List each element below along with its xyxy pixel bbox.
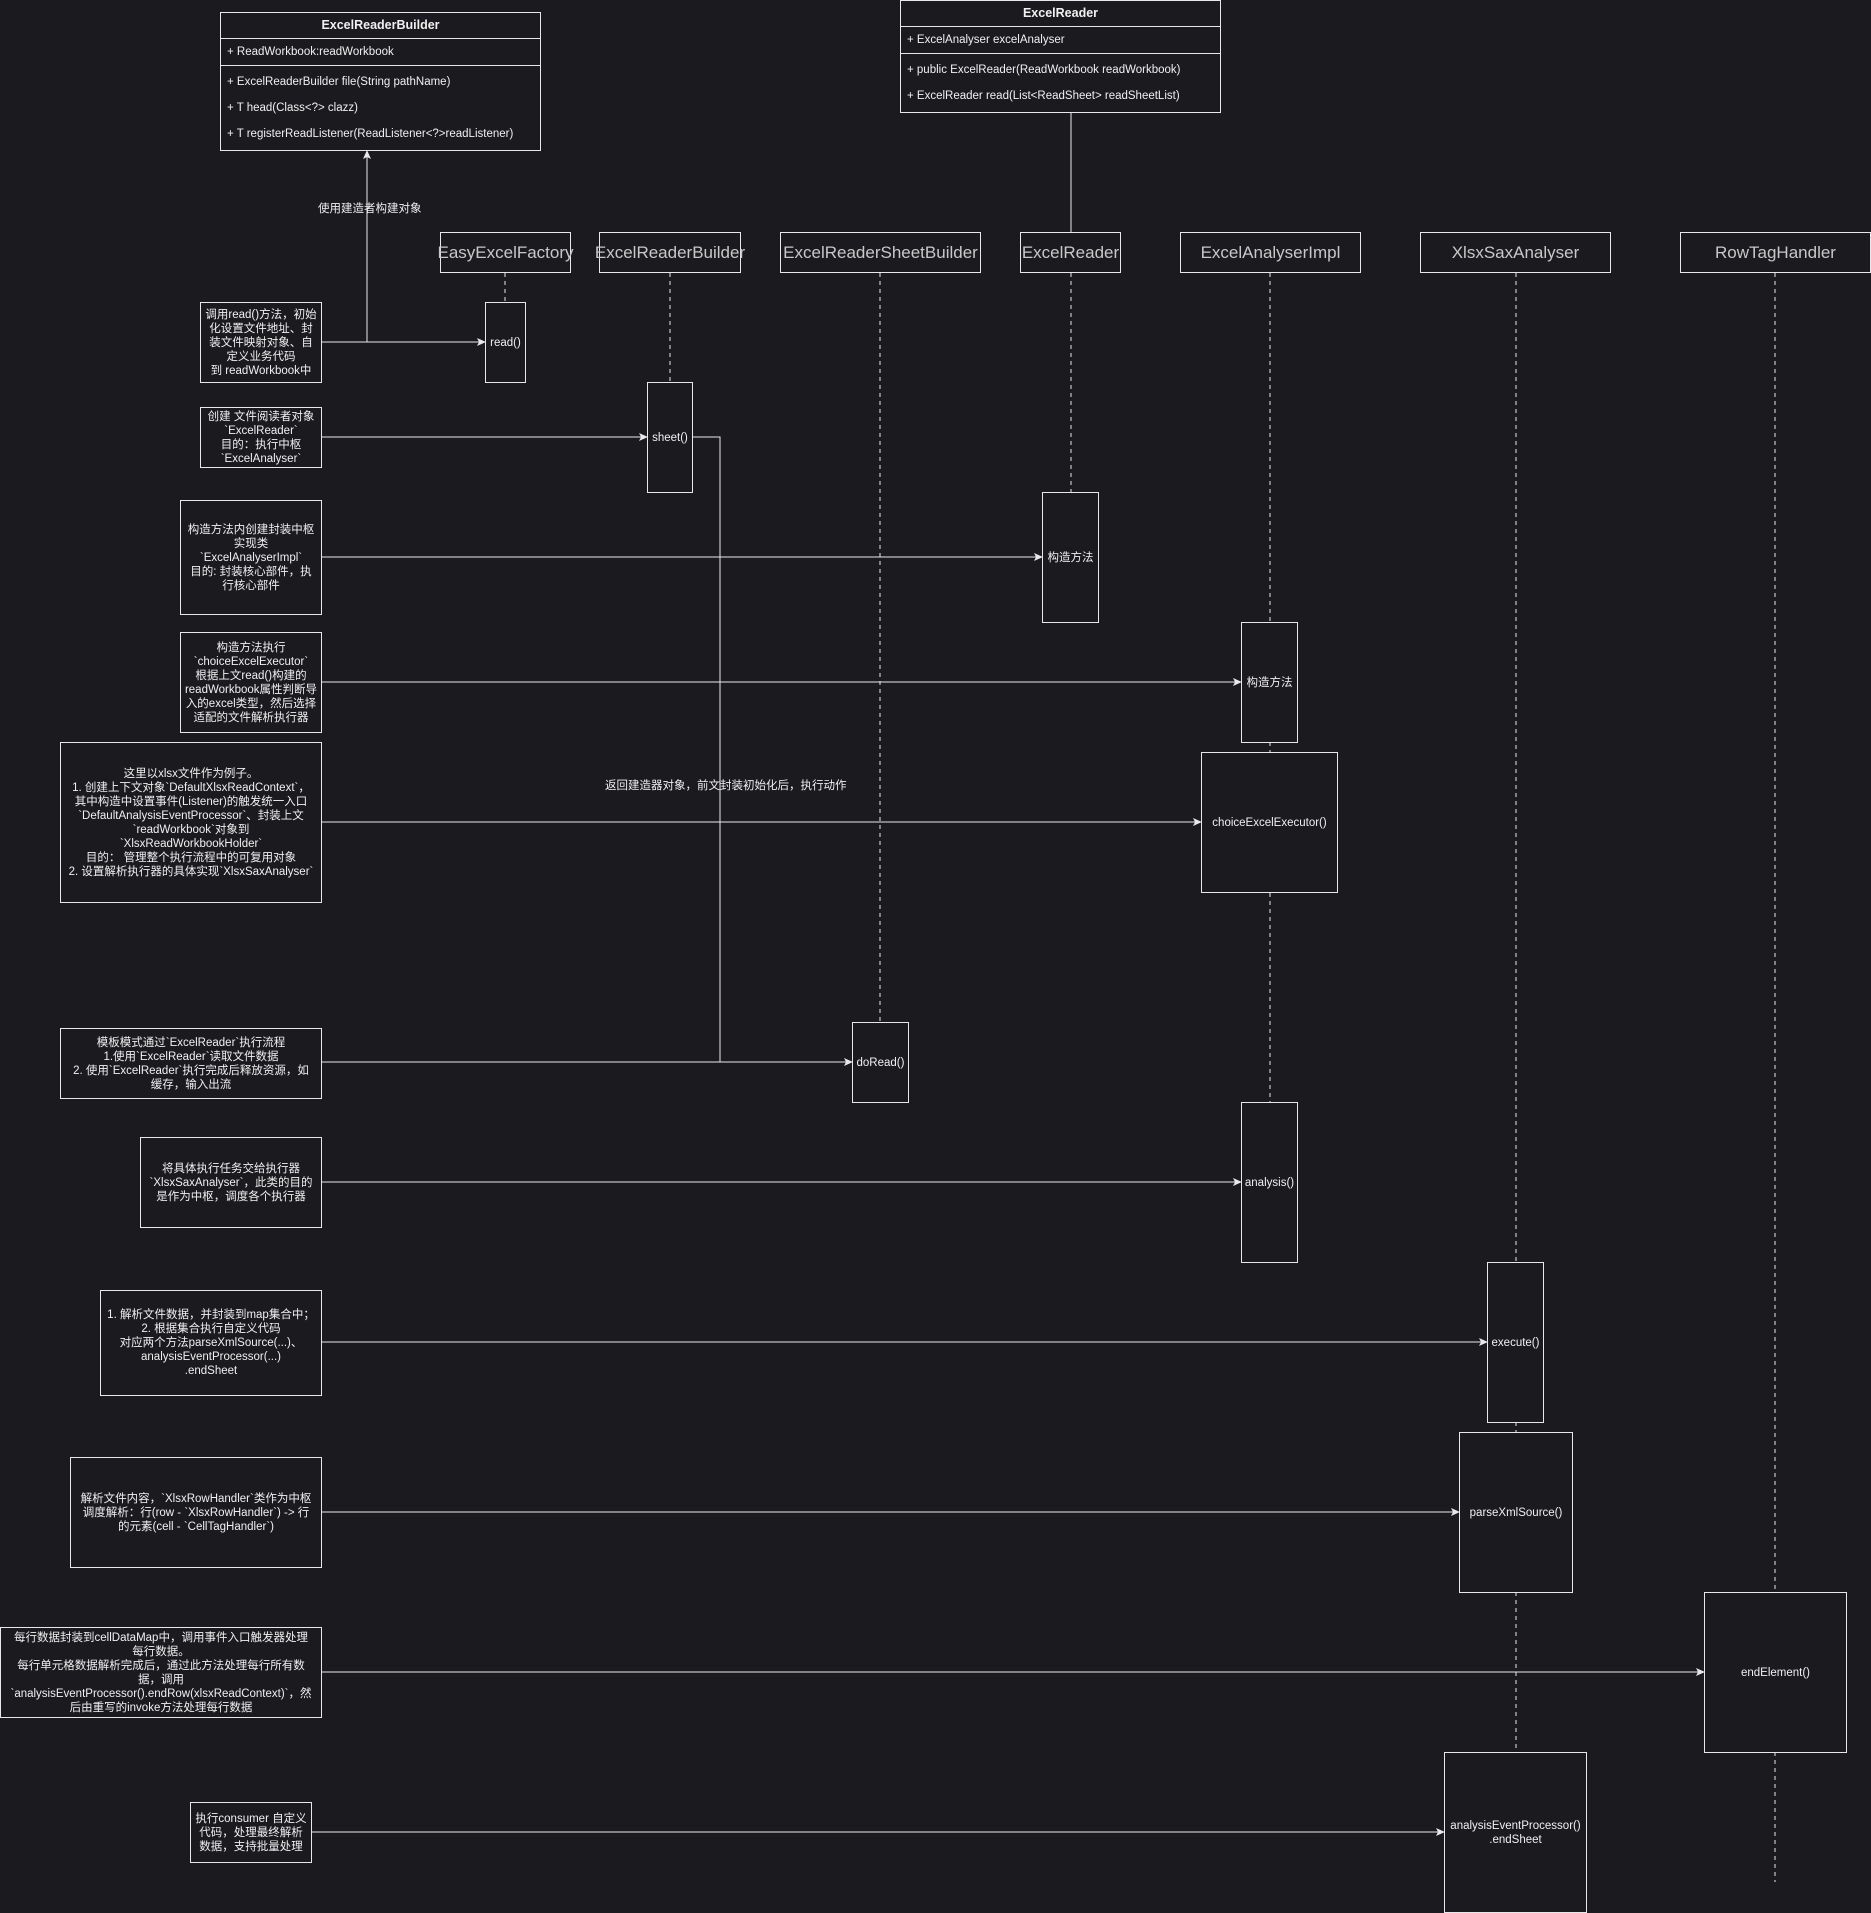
class-field: + ReadWorkbook:readWorkbook xyxy=(227,46,394,58)
activation-read: read() xyxy=(485,302,526,383)
class-excel-reader: ExcelReader + ExcelAnalyser excelAnalyse… xyxy=(900,0,1221,113)
activation-impl-constructor: 构造方法 xyxy=(1241,622,1298,743)
class-title: ExcelReaderBuilder xyxy=(221,13,540,39)
note-xlsx-context: 这里以xlsx文件作为例子。 1. 创建上下文对象`DefaultXlsxRea… xyxy=(60,742,322,903)
lifeline-header-factory: EasyExcelFactory xyxy=(437,232,574,273)
activation-parse-xml-source: parseXmlSource() xyxy=(1459,1432,1573,1593)
note-consumer: 执行consumer 自定义 代码，处理最终解析 数据，支持批量处理 xyxy=(190,1802,312,1863)
class-fields: + ExcelAnalyser excelAnalyser xyxy=(901,27,1220,54)
class-method: + ExcelReader read(List<ReadSheet> readS… xyxy=(907,90,1180,102)
class-methods: + ExcelReaderBuilder file(String pathNam… xyxy=(221,66,540,150)
lifeline-header-sheet-builder: ExcelReaderSheetBuilder xyxy=(780,232,981,273)
class-title: ExcelReader xyxy=(901,1,1220,27)
return-builder-line xyxy=(692,436,721,1062)
lifeline-header-reader: ExcelReader xyxy=(1020,232,1121,273)
note-read: 调用read()方法，初始 化设置文件地址、封 装文件映射对象、自 定义业务代码… xyxy=(200,302,322,383)
activation-reader-constructor: 构造方法 xyxy=(1042,492,1099,623)
class-method: + T head(Class<?> clazz) xyxy=(227,102,358,114)
class-field: + ExcelAnalyser excelAnalyser xyxy=(907,34,1065,46)
activation-end-sheet: analysisEventProcessor() .endSheet xyxy=(1444,1752,1587,1913)
note-cell-data-map: 每行数据封装到cellDataMap中，调用事件入口触发器处理 每行数据。 每行… xyxy=(0,1627,322,1718)
class-excel-reader-builder: ExcelReaderBuilder + ReadWorkbook:readWo… xyxy=(220,12,541,151)
activation-choice-executor: choiceExcelExecutor() xyxy=(1201,752,1338,893)
lifeline-header-sax: XlsxSaxAnalyser xyxy=(1420,232,1611,273)
note-create-reader: 创建 文件阅读者对象 `ExcelReader` 目的：执行中枢 `ExcelA… xyxy=(200,407,322,468)
activation-sheet: sheet() xyxy=(647,382,693,493)
activation-execute: execute() xyxy=(1487,1262,1544,1423)
class-method: + public ExcelReader(ReadWorkbook readWo… xyxy=(907,64,1181,76)
label-use-builder: 使用建造者构建对象 xyxy=(318,203,422,215)
activation-end-element: endElement() xyxy=(1704,1592,1847,1753)
class-methods: + public ExcelReader(ReadWorkbook readWo… xyxy=(901,54,1220,112)
note-row-handler: 解析文件内容，`XlsxRowHandler`类作为中枢 调度解析：行(row … xyxy=(70,1457,322,1568)
note-choice-executor: 构造方法执行 `choiceExcelExecutor` 根据上文read()构… xyxy=(180,632,322,733)
label-return-builder: 返回建造器对象，前文封装初始化后，执行动作 xyxy=(605,780,847,792)
class-method: + ExcelReaderBuilder file(String pathNam… xyxy=(227,76,451,88)
activation-do-read: doRead() xyxy=(852,1022,909,1103)
activation-analysis: analysis() xyxy=(1241,1102,1298,1263)
lifeline-header-analyser-impl: ExcelAnalyserImpl xyxy=(1180,232,1361,273)
note-reader-constructor: 构造方法内创建封装中枢 实现类 `ExcelAnalyserImpl` 目的: … xyxy=(180,500,322,615)
lifeline-header-row-tag: RowTagHandler xyxy=(1680,232,1871,273)
note-template-mode: 模板模式通过`ExcelReader`执行流程 1.使用`ExcelReader… xyxy=(60,1028,322,1099)
class-fields: + ReadWorkbook:readWorkbook xyxy=(221,39,540,66)
class-method: + T registerReadListener(ReadListener<?>… xyxy=(227,128,514,140)
lifeline-header-builder: ExcelReaderBuilder xyxy=(595,232,745,273)
note-parse-data: 1. 解析文件数据，并封装到map集合中； 2. 根据集合执行自定义代码 对应两… xyxy=(100,1290,322,1396)
note-delegate-analyser: 将具体执行任务交给执行器 `XlsxSaxAnalyser`，此类的目的 是作为… xyxy=(140,1137,322,1228)
